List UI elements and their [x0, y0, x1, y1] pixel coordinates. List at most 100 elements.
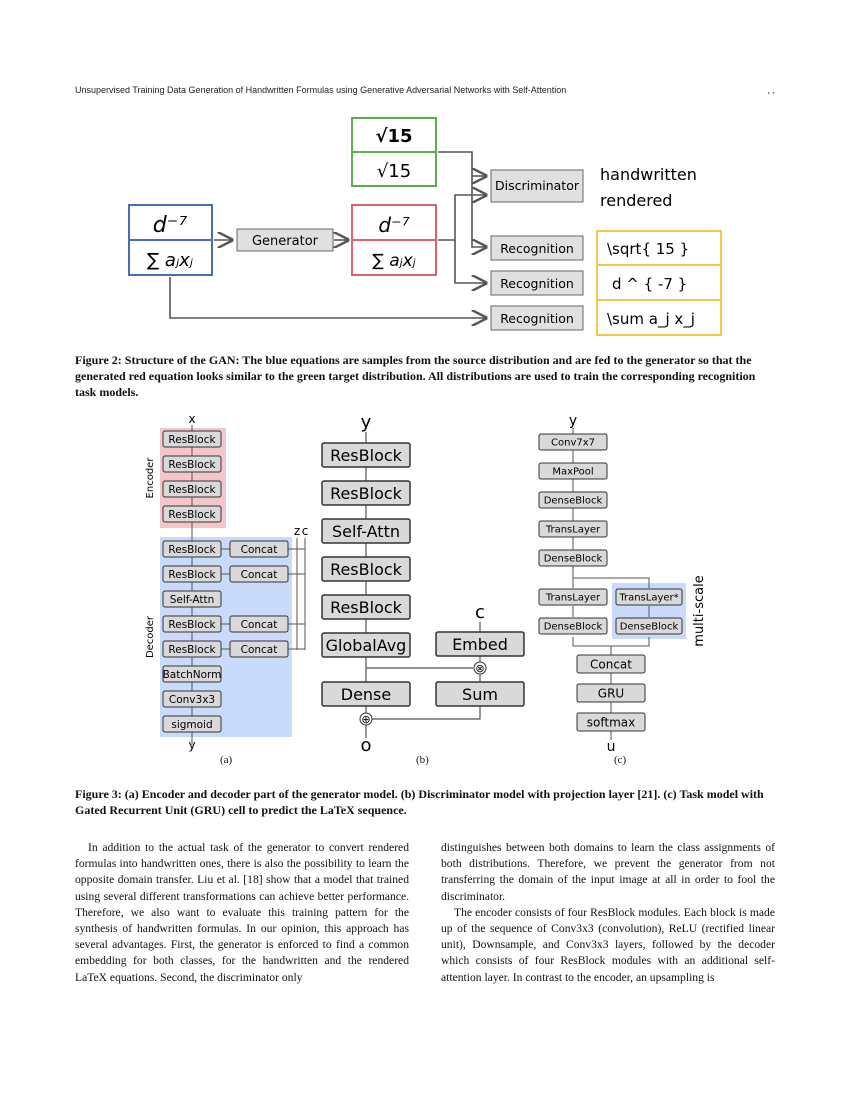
- multiply-symbol: ⊗: [475, 662, 484, 675]
- task-block-5-label: DenseBlock: [544, 554, 603, 565]
- task-right-block-2: DenseBlock: [615, 617, 683, 635]
- fig3c-sublabel: (c): [614, 754, 627, 766]
- dense-block: Dense: [321, 681, 411, 707]
- figure-3: x Encoder Decoder ResBlockResBlockResBlo…: [145, 412, 707, 756]
- rendered-label: rendered: [600, 191, 672, 210]
- body-left-paragraph: In addition to the actual task of the ge…: [75, 841, 409, 984]
- task-block-3: DenseBlock: [538, 491, 608, 509]
- concat-block-3: Concat: [229, 615, 289, 633]
- decoder-block-1-label: ResBlock: [168, 544, 216, 556]
- decoder-block-2: ResBlock: [162, 565, 222, 583]
- disc-block-1-label: ResBlock: [330, 446, 403, 465]
- concat-block-2: Concat: [229, 565, 289, 583]
- encoder-label: Encoder: [145, 457, 156, 499]
- multi-scale-label: multi-scale: [692, 575, 707, 646]
- embed-label: Embed: [452, 635, 508, 654]
- handwritten-label: handwritten: [600, 165, 697, 184]
- task-bottom-block-2-label: GRU: [598, 686, 624, 700]
- decoder-block-8-label: sigmoid: [171, 719, 212, 731]
- fig3a-sublabel: (a): [220, 754, 233, 766]
- concat-block-4: Concat: [229, 640, 289, 658]
- body-right-column: distinguishes between both domains to le…: [441, 840, 775, 986]
- running-header: Unsupervised Training Data Generation of…: [75, 85, 775, 95]
- decoder-block-5-label: ResBlock: [168, 644, 216, 656]
- latex-output-box: \sqrt{ 15 } d ^ { -7 } \sum a_j x_j: [596, 230, 722, 336]
- decoder-block-4: ResBlock: [162, 615, 222, 633]
- encoder-block-4: ResBlock: [162, 505, 222, 523]
- body-left-column: In addition to the actual task of the ge…: [75, 840, 409, 986]
- decoder-block-8: sigmoid: [162, 715, 222, 733]
- target-eq-bottom: √15: [377, 161, 411, 182]
- encoder-block-4-label: ResBlock: [168, 509, 216, 521]
- task-bottom-block-1-label: Concat: [590, 657, 632, 671]
- latex-output-1: \sqrt{ 15 }: [607, 240, 689, 258]
- sum-label: Sum: [462, 685, 498, 704]
- decoder-block-2-label: ResBlock: [168, 569, 216, 581]
- running-header-right: , ,: [767, 85, 775, 95]
- task-left-block-1-label: TransLayer: [545, 593, 601, 604]
- decoder-block-4-label: ResBlock: [168, 619, 216, 631]
- decoder-label: Decoder: [145, 615, 156, 658]
- decoder-block-7: Conv3x3: [162, 690, 222, 708]
- target-equation-box: √15 √15: [351, 117, 437, 187]
- recognition-label-3: Recognition: [500, 311, 574, 326]
- concat-block-2-label: Concat: [241, 569, 278, 581]
- body-right-paragraph-2: The encoder consists of four ResBlock mo…: [441, 905, 775, 984]
- source-equation-box: d⁻⁷ ∑ aⱼxⱼ: [128, 204, 213, 276]
- fig3b-o-label: o: [360, 735, 371, 756]
- disc-block-3: Self-Attn: [321, 518, 411, 544]
- figure-3-caption: Figure 3: (a) Encoder and decoder part o…: [75, 787, 764, 817]
- disc-block-2-label: ResBlock: [330, 484, 403, 503]
- encoder-block-2: ResBlock: [162, 455, 222, 473]
- concat-block-3-label: Concat: [241, 619, 278, 631]
- source-eq-bottom: ∑ aⱼxⱼ: [147, 250, 194, 271]
- discriminator-label: Discriminator: [495, 178, 580, 193]
- task-block-2-label: MaxPool: [552, 467, 593, 478]
- disc-block-6-label: GlobalAvg: [326, 636, 407, 655]
- task-block-1-label: Conv7x7: [551, 438, 595, 449]
- embed-block: Embed: [435, 631, 525, 657]
- recognition-label-2: Recognition: [500, 276, 574, 291]
- disc-block-5: ResBlock: [321, 594, 411, 620]
- latex-output-3: \sum a_j x_j: [607, 310, 695, 329]
- decoder-block-5: ResBlock: [162, 640, 222, 658]
- task-block-5: DenseBlock: [538, 549, 608, 567]
- task-block-2: MaxPool: [538, 462, 608, 480]
- fig3b-sublabel: (b): [416, 754, 429, 766]
- decoder-block-7-label: Conv3x3: [169, 694, 215, 706]
- decoder-block-3: Self-Attn: [162, 590, 222, 608]
- generator-box: Generator: [236, 228, 334, 252]
- task-block-3-label: DenseBlock: [544, 496, 603, 507]
- fig3b-c-label: c: [475, 602, 485, 623]
- fig3a-x-label: x: [188, 412, 195, 426]
- running-header-title: Unsupervised Training Data Generation of…: [75, 85, 567, 95]
- figure-3c: y Conv7x7MaxPoolDenseBlockTransLayerDens…: [538, 413, 707, 755]
- figure-3a: x Encoder Decoder ResBlockResBlockResBlo…: [145, 412, 308, 752]
- recognition-box-2: Recognition: [490, 270, 584, 296]
- body-right-paragraph-1: distinguishes between both domains to le…: [441, 841, 775, 903]
- generated-eq-top: d⁻⁷: [378, 213, 409, 237]
- disc-block-5-label: ResBlock: [330, 598, 403, 617]
- encoder-block-3-label: ResBlock: [168, 484, 216, 496]
- encoder-block-3: ResBlock: [162, 480, 222, 498]
- disc-block-1: ResBlock: [321, 442, 411, 468]
- figure-2: d⁻⁷ ∑ aⱼxⱼ Generator d⁻⁷ ∑ aⱼxⱼ √15 √15 …: [128, 117, 722, 336]
- dense-label: Dense: [341, 685, 391, 704]
- fig3c-y-label: y: [569, 413, 577, 429]
- recognition-box-3: Recognition: [490, 305, 584, 331]
- encoder-block-2-label: ResBlock: [168, 459, 216, 471]
- sum-block: Sum: [435, 681, 525, 707]
- fig3a-y-label: y: [188, 738, 195, 752]
- source-eq-top: d⁻⁷: [153, 213, 188, 238]
- generated-eq-bottom: ∑ aⱼxⱼ: [372, 251, 415, 271]
- figure-2-caption: Figure 2: Structure of the GAN: The blue…: [75, 353, 756, 399]
- task-left-block-1: TransLayer: [538, 588, 608, 606]
- generator-label: Generator: [252, 234, 319, 249]
- disc-block-4-label: ResBlock: [330, 560, 403, 579]
- disc-block-2: ResBlock: [321, 480, 411, 506]
- task-bottom-block-2: GRU: [576, 683, 646, 703]
- disc-block-6: GlobalAvg: [321, 632, 411, 658]
- task-bottom-block-3-label: softmax: [587, 715, 635, 729]
- task-right-block-2-label: DenseBlock: [620, 622, 679, 633]
- task-block-4-label: TransLayer: [545, 525, 601, 536]
